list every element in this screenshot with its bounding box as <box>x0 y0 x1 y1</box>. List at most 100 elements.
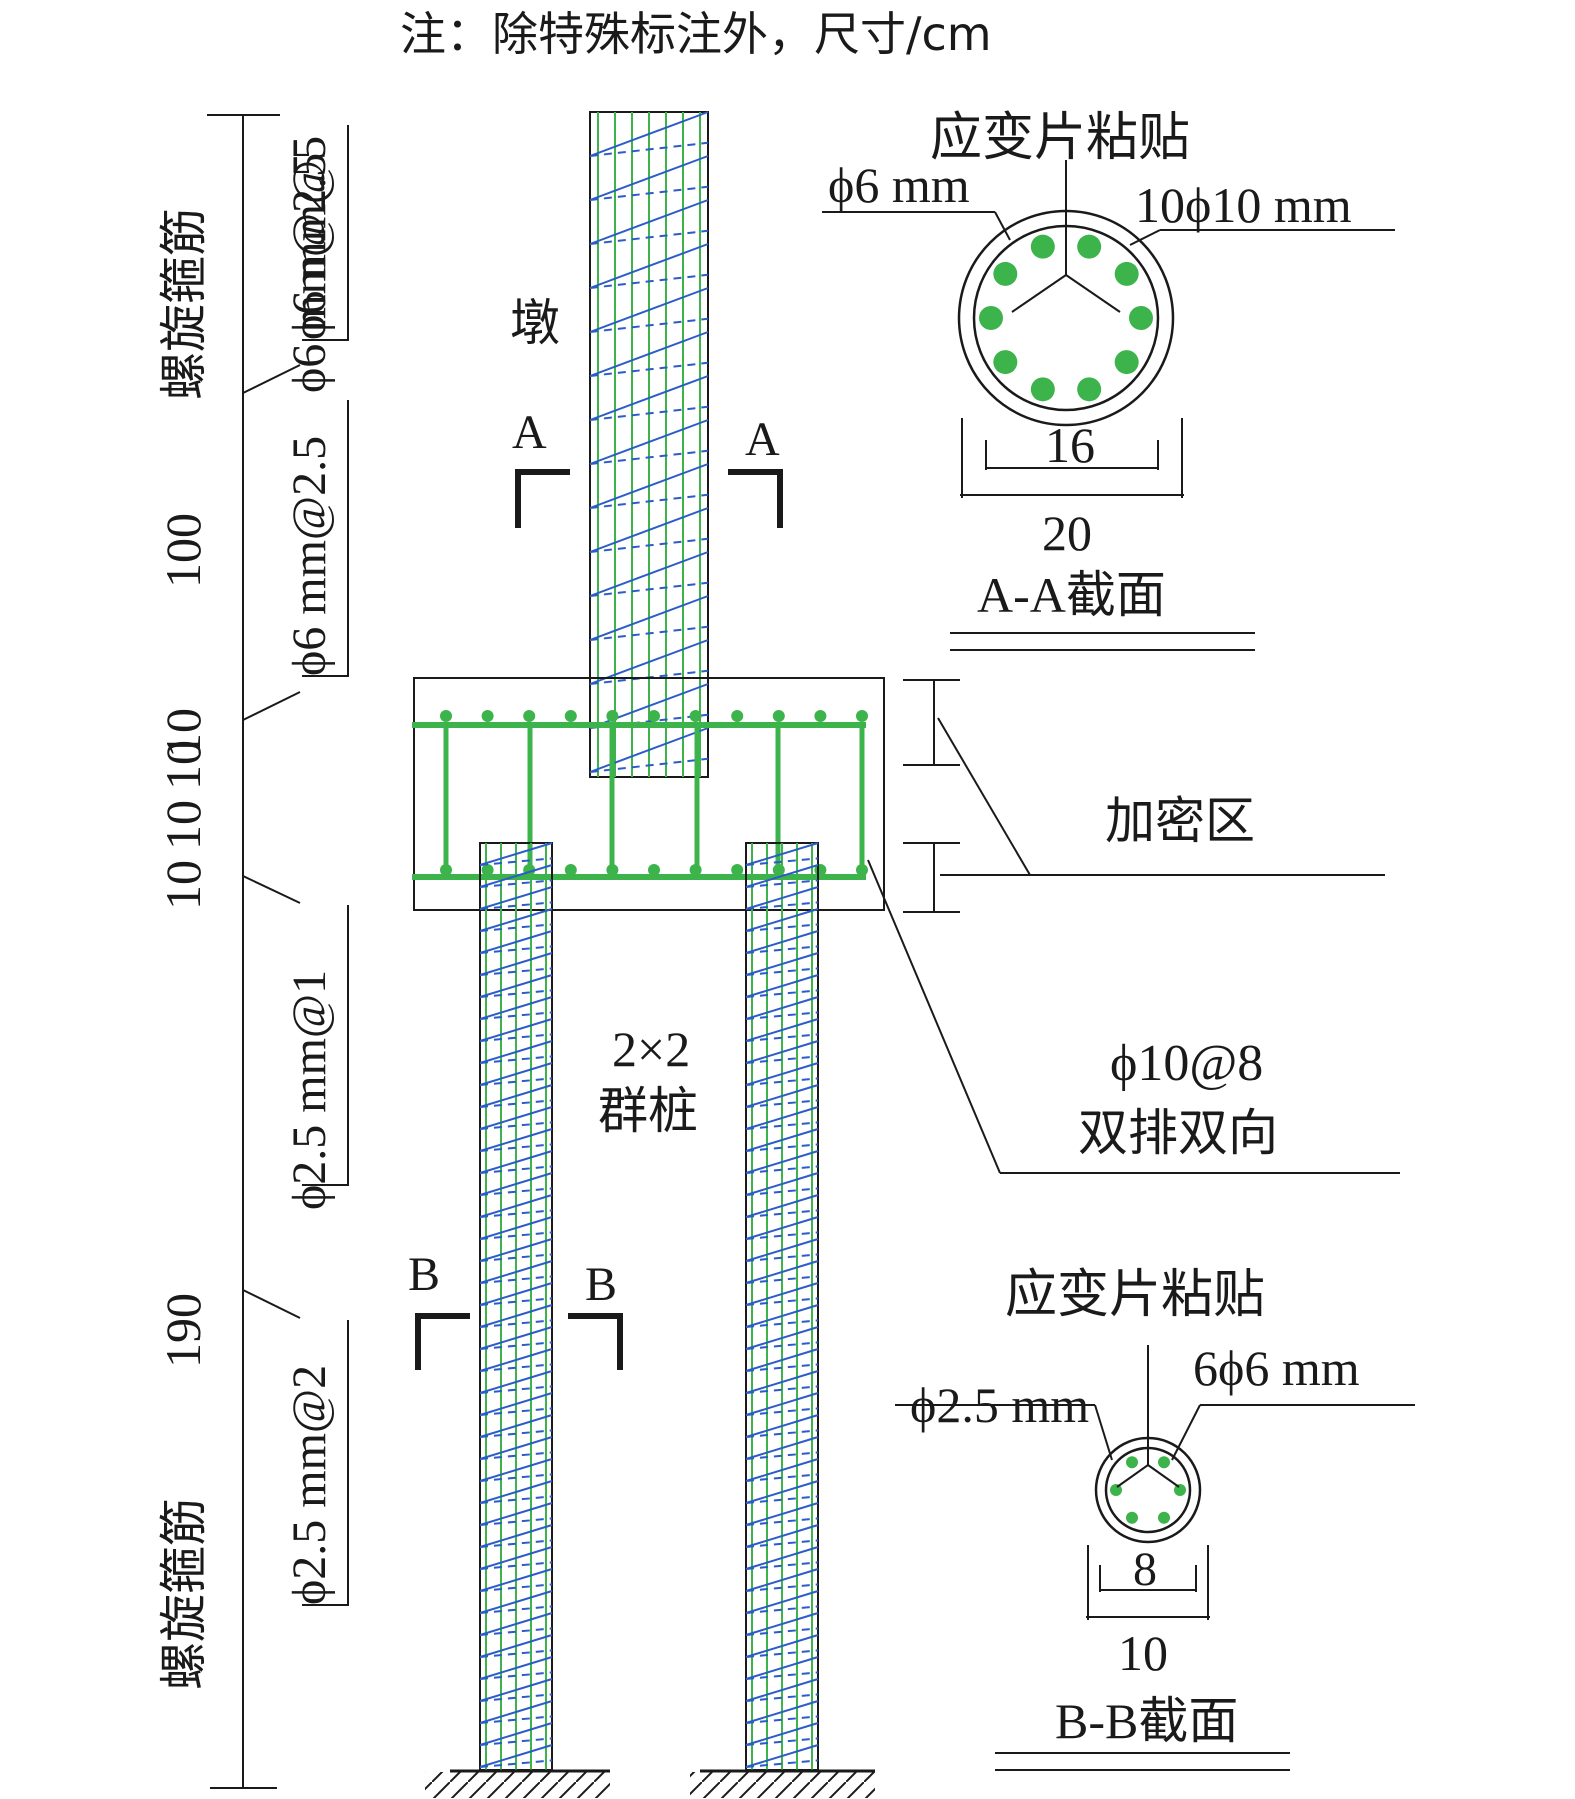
spiral-turn <box>745 1084 819 1108</box>
spiral-turn <box>479 908 553 932</box>
cap-bar-top <box>648 710 660 722</box>
spiral-turn <box>479 1348 553 1372</box>
left-labels: 螺旋箍筋 100 10 10 10 10 190 螺旋箍筋 ϕ6 mm@5 ϕ6… <box>155 136 336 1690</box>
cap-bar-bottom <box>564 864 577 876</box>
section-b-right-label: B <box>585 1258 617 1311</box>
section-bb <box>895 1345 1415 1771</box>
bb-long-bar <box>1126 1456 1138 1469</box>
spiral-back <box>745 1605 819 1614</box>
spiral-turn <box>479 1018 553 1042</box>
spiral-turn <box>479 1326 553 1350</box>
spiral-turn <box>745 842 819 866</box>
cap-bar-bottom <box>856 864 868 876</box>
spiral-back <box>745 1495 819 1504</box>
spiral-turn <box>745 1678 819 1702</box>
aa-long-bar <box>1129 306 1153 330</box>
spiral-back <box>479 1737 553 1746</box>
spiral-turn <box>479 930 553 954</box>
spiral-back <box>479 1693 553 1702</box>
pile-right <box>745 842 819 1771</box>
spiral-turn <box>745 1216 819 1240</box>
spiral-back <box>479 967 553 976</box>
spiral-turn <box>745 1458 819 1482</box>
spiral-turn <box>479 1238 553 1262</box>
spiral-back <box>479 1231 553 1240</box>
spiral-back <box>745 1165 819 1174</box>
spiral-back <box>745 1253 819 1262</box>
spiral-back <box>479 945 553 954</box>
spiral-turn <box>479 1480 553 1504</box>
cap-bar-bottom <box>606 864 619 876</box>
spiral-back <box>745 1407 819 1416</box>
aa-long-bar <box>979 306 1003 330</box>
pier <box>589 111 709 778</box>
spiral-turn <box>745 974 819 998</box>
spiral-back <box>589 625 709 641</box>
spiral-back <box>479 1319 553 1328</box>
spiral-turn <box>479 1590 553 1614</box>
cap-bar-top <box>440 710 452 722</box>
spiral-back <box>479 923 553 932</box>
spiral-back <box>745 1319 819 1328</box>
spiral-turn <box>589 287 709 333</box>
spiral-turn <box>479 864 553 888</box>
spiral-back <box>479 1363 553 1372</box>
spiral-back <box>479 1077 553 1086</box>
cap-bar-top <box>481 710 494 722</box>
spiral-turn <box>479 1436 553 1460</box>
spiral-back <box>479 1099 553 1108</box>
spiral-turn <box>479 1524 553 1548</box>
aa-long-bar <box>1114 350 1139 375</box>
spiral-turn <box>745 1062 819 1086</box>
spiral-turn <box>479 1414 553 1438</box>
bb-long-bars-label: 6ϕ6 mm <box>1193 1340 1360 1396</box>
spiral-turn <box>479 1172 553 1196</box>
spiral-back <box>745 989 819 998</box>
spiral-turn <box>745 1128 819 1152</box>
spiral-turn <box>745 1590 819 1614</box>
spiral-turn <box>479 1084 553 1108</box>
spiral-back <box>745 1671 819 1680</box>
spiral-turn <box>745 864 819 888</box>
spiral-back <box>589 449 709 465</box>
spiral-back <box>479 1407 553 1416</box>
bb-long-bar <box>1158 1456 1170 1469</box>
spiral-turn <box>745 1040 819 1064</box>
spiral-back <box>479 1275 553 1284</box>
dim-10-b: 10 <box>155 860 211 910</box>
aa-title: A-A截面 <box>977 567 1166 623</box>
cap-bar-top <box>814 710 827 722</box>
spiral-back <box>745 1363 819 1372</box>
spiral-turn <box>745 1018 819 1042</box>
aa-outer-dim: 20 <box>1042 505 1092 561</box>
spiral-turn <box>745 1260 819 1284</box>
spiral-turn <box>589 375 709 421</box>
spiral-label-top: 螺旋箍筋 <box>156 208 212 400</box>
spiral-back <box>589 273 709 289</box>
spiral-turn <box>479 1062 553 1086</box>
spiral-label-bottom: 螺旋箍筋 <box>156 1498 212 1690</box>
spiral-turn <box>479 1634 553 1658</box>
spiral-back <box>589 141 709 157</box>
spiral-back <box>479 1341 553 1350</box>
spiral-back <box>479 1055 553 1064</box>
spiral-turn <box>479 1128 553 1152</box>
spiral-back <box>479 1451 553 1460</box>
spiral-back <box>745 1627 819 1636</box>
pile-group-line1: 2×2 <box>612 1021 690 1077</box>
section-a-right-label: A <box>745 413 780 466</box>
spiral-back <box>479 1385 553 1394</box>
spacing-mid-at25: ϕ6 mm@2.5 <box>283 436 336 676</box>
note-text: 注：除特殊标注外，尺寸/cm <box>400 7 992 61</box>
cap-rebar-label-1: ϕ10@8 <box>1110 1035 1263 1092</box>
spiral-turn <box>479 974 553 998</box>
aa-long-bar <box>993 350 1018 375</box>
spiral-turn <box>745 1370 819 1394</box>
aa-long-bar <box>1030 377 1055 402</box>
pile-group-line2: 群桩 <box>598 1082 698 1140</box>
spiral-turn <box>589 507 709 553</box>
spiral-back <box>745 1187 819 1196</box>
aa-long-bar <box>1114 261 1139 286</box>
